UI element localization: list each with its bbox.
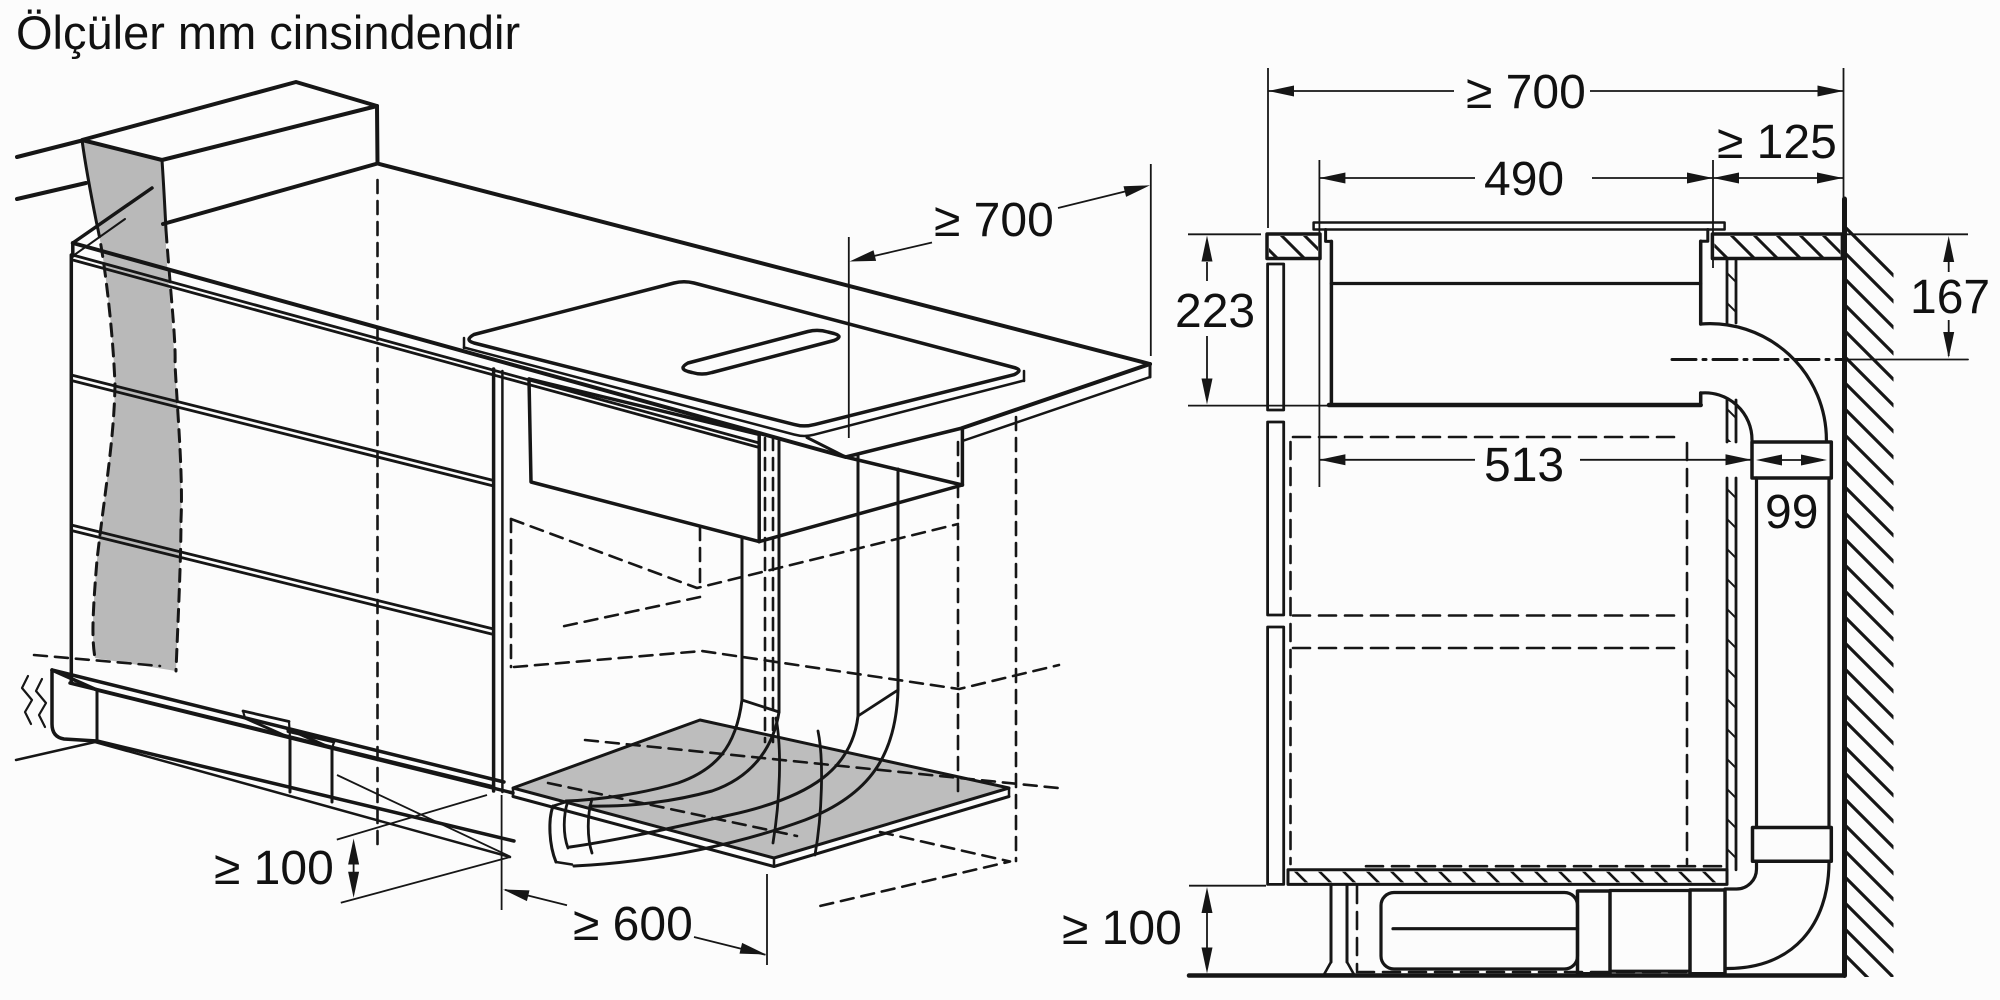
svg-text:≥ 700: ≥ 700 bbox=[934, 194, 1054, 247]
svg-text:490: 490 bbox=[1484, 153, 1564, 206]
svg-text:≥ 125: ≥ 125 bbox=[1717, 116, 1837, 169]
svg-text:223: 223 bbox=[1175, 285, 1255, 338]
svg-text:Ölçüler mm cinsindendir: Ölçüler mm cinsindendir bbox=[16, 6, 520, 59]
svg-text:513: 513 bbox=[1484, 439, 1564, 492]
svg-text:≥ 100: ≥ 100 bbox=[214, 842, 334, 895]
svg-text:≥ 100: ≥ 100 bbox=[1062, 902, 1182, 955]
svg-text:≥ 600: ≥ 600 bbox=[573, 898, 693, 951]
svg-text:≥ 700: ≥ 700 bbox=[1466, 66, 1586, 119]
svg-text:167: 167 bbox=[1910, 271, 1990, 324]
svg-text:99: 99 bbox=[1765, 486, 1818, 539]
